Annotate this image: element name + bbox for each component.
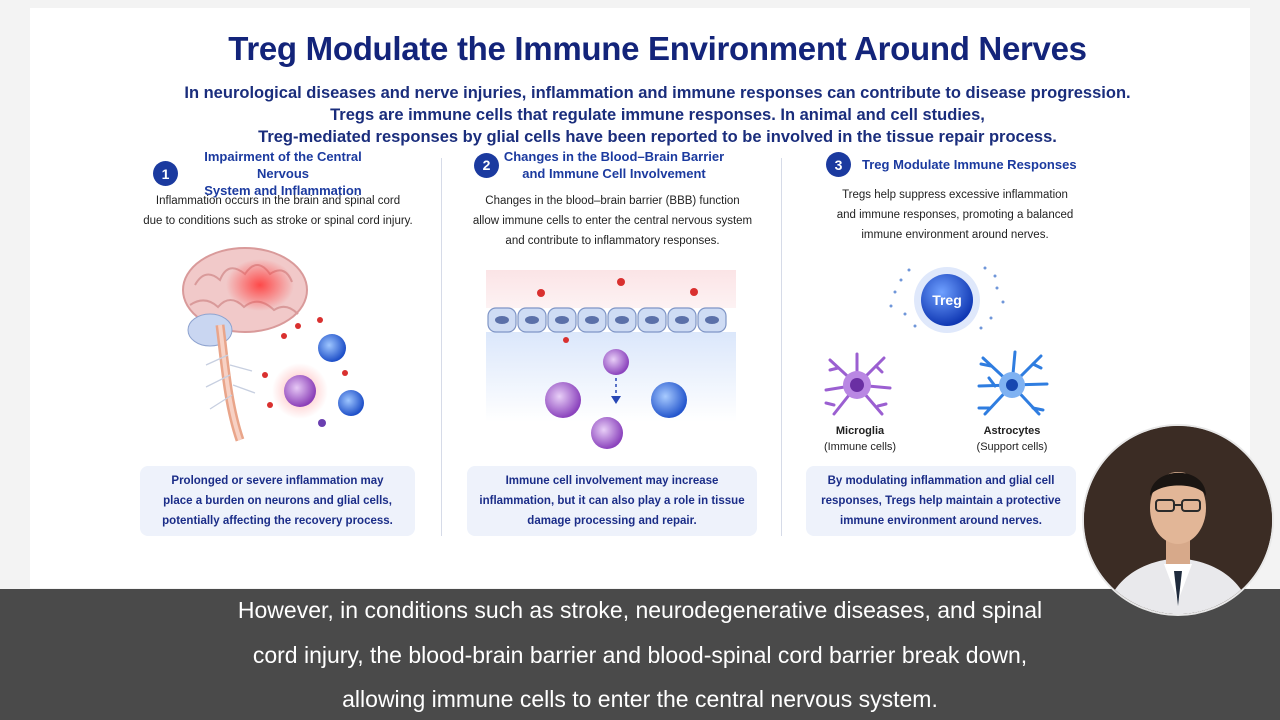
note-line: responses, Tregs help maintain a protect…	[821, 495, 1061, 507]
heading-line: Changes in the Blood–Brain Barrier	[503, 149, 725, 164]
column-2-note: Immune cell involvement may increase inf…	[467, 466, 757, 536]
note-line: immune environment around nerves.	[840, 515, 1042, 527]
column-3-note: By modulating inflammation and glial cel…	[806, 466, 1076, 536]
cell-name: Microglia	[835, 425, 885, 437]
description-line: immune environment around nerves.	[861, 229, 1049, 241]
column-2-heading: Changes in the Blood–Brain Barrier and I…	[499, 148, 729, 182]
presenter-silhouette	[1084, 426, 1272, 614]
description-line: and contribute to inflammatory responses…	[505, 235, 720, 247]
note-line: inflammation, but it can also play a rol…	[479, 495, 745, 507]
note-line: damage processing and repair.	[527, 515, 697, 527]
column-1-note: Prolonged or severe inflammation may pla…	[140, 466, 415, 536]
description-line: allow immune cells to enter the central …	[472, 215, 753, 227]
subtitle-line: cord injury, the blood-brain barrier and…	[252, 642, 1028, 668]
column-3-heading: Treg Modulate Immune Responses	[862, 157, 1077, 172]
column-2-header: 2 Changes in the Blood–Brain Barrier and…	[474, 148, 729, 182]
heading-line: and Immune Cell Involvement	[522, 166, 706, 181]
step-number-2: 2	[474, 152, 499, 178]
column-3-header: 3 Treg Modulate Immune Responses	[826, 152, 1077, 177]
description-line: due to conditions such as stroke or spin…	[143, 215, 413, 227]
astrocytes-label: Astrocytes (Support cells)	[962, 423, 1062, 455]
microglia-label: Microglia (Immune cells)	[810, 423, 910, 455]
column-1-heading: Impairment of the Central Nervous System…	[178, 148, 388, 199]
column-divider	[781, 158, 782, 536]
description-line: and immune responses, promoting a balanc…	[836, 209, 1074, 221]
note-line: potentially affecting the recovery proce…	[162, 515, 393, 527]
microglia-icon	[824, 352, 892, 416]
treg-label: Treg	[932, 292, 962, 308]
cell-role: (Immune cells)	[823, 441, 897, 453]
subtitle-line: allowing immune cells to enter the centr…	[342, 686, 938, 712]
description-line: Changes in the blood–brain barrier (BBB)…	[485, 195, 740, 207]
subtitle-bar: However, in conditions such as stroke, n…	[0, 589, 1280, 720]
description-line: Tregs help suppress excessive inflammati…	[842, 189, 1068, 201]
column-1-header: 1 Impairment of the Central Nervous Syst…	[153, 148, 388, 199]
intro-line: Treg-mediated responses by glial cells h…	[258, 128, 1057, 146]
note-line: Immune cell involvement may increase	[505, 475, 719, 487]
cell-name: Astrocytes	[983, 425, 1041, 437]
step-number-1: 1	[153, 161, 178, 186]
column-divider	[441, 158, 442, 536]
note-line: By modulating inflammation and glial cel…	[827, 475, 1055, 487]
cell-role: (Support cells)	[976, 441, 1048, 453]
slide-title: Treg Modulate the Immune Environment Aro…	[228, 30, 1087, 67]
step-number-3: 3	[826, 152, 851, 177]
description-line: Inflammation occurs in the brain and spi…	[155, 195, 401, 207]
astrocyte-icon	[977, 350, 1049, 416]
intro-line: In neurological diseases and nerve injur…	[184, 84, 1131, 102]
column-2-description: Changes in the blood–brain barrier (BBB)…	[455, 191, 770, 251]
slide-intro: In neurological diseases and nerve injur…	[30, 82, 1280, 148]
note-line: place a burden on neurons and glial cell…	[163, 495, 392, 507]
bbb-vessel-illustration	[486, 270, 736, 449]
column-1-description: Inflammation occurs in the brain and spi…	[128, 191, 428, 231]
intro-line: Tregs are immune cells that regulate imm…	[330, 106, 985, 124]
presenter-avatar	[1082, 424, 1274, 616]
brain-spinal-cord-illustration	[182, 247, 364, 442]
subtitle-line: However, in conditions such as stroke, n…	[237, 597, 1043, 623]
treg-cell-icon: Treg	[889, 266, 1005, 333]
heading-line: System and Inflammation	[204, 183, 362, 198]
note-line: Prolonged or severe inflammation may	[171, 475, 384, 487]
heading-line: Impairment of the Central Nervous	[204, 149, 362, 181]
column-3-description: Tregs help suppress excessive inflammati…	[805, 185, 1105, 245]
